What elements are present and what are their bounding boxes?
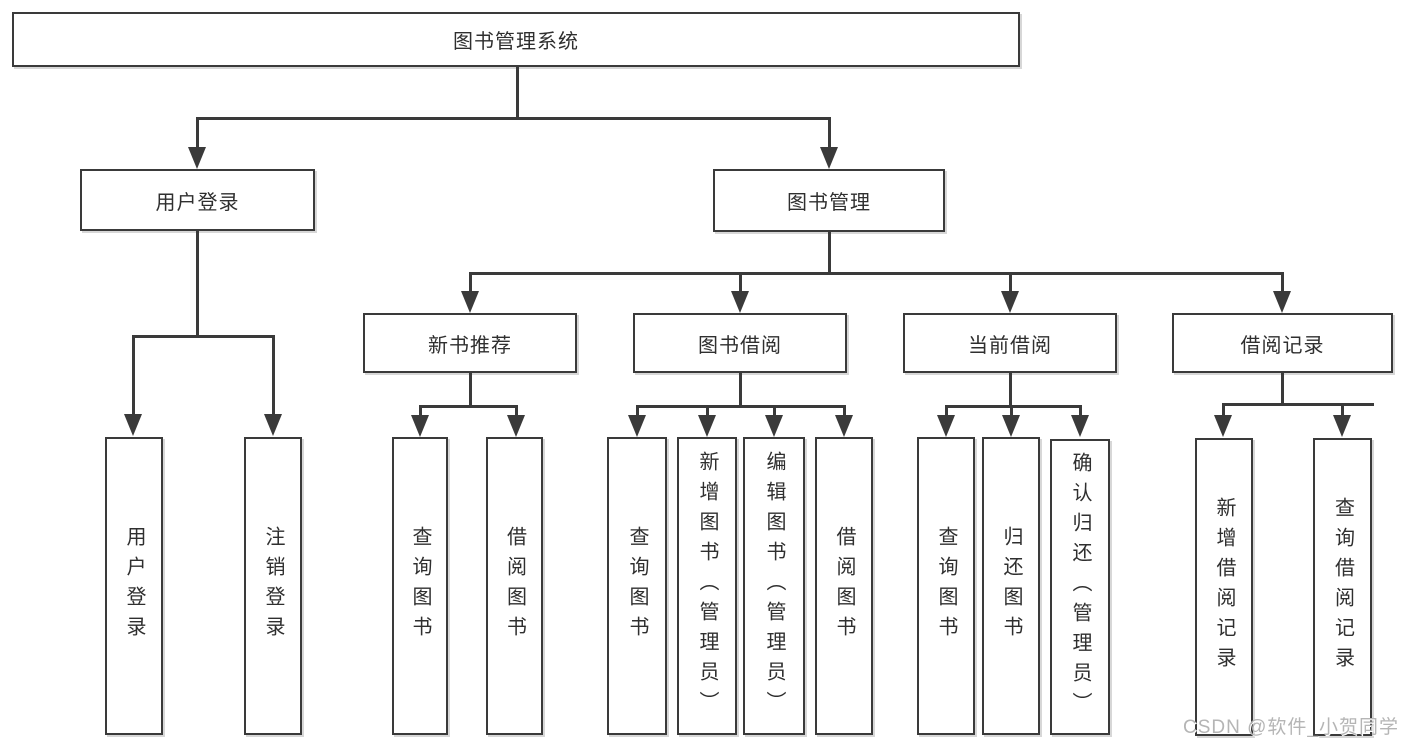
connector-line (132, 335, 135, 415)
node-user-login-leaf: 用户登录 (105, 437, 163, 735)
arrow-down-icon (628, 415, 646, 437)
node-label: 借阅图书 (503, 526, 526, 646)
connector-line (739, 272, 742, 292)
connector-line (1341, 403, 1344, 415)
arrow-down-icon (765, 415, 783, 437)
arrow-down-icon (698, 415, 716, 437)
arrow-down-icon (507, 415, 525, 437)
arrow-down-icon (411, 415, 429, 437)
node-cb-query-books: 查询图书 (917, 437, 975, 735)
arrow-down-icon (1001, 291, 1019, 313)
connector-line (828, 232, 831, 272)
arrow-down-icon (264, 414, 282, 436)
connector-line (516, 67, 519, 117)
arrow-down-icon (124, 414, 142, 436)
connector-line (469, 272, 472, 292)
connector-line (1079, 405, 1082, 416)
connector-line (419, 405, 422, 416)
arrow-down-icon (731, 291, 749, 313)
connector-line (420, 405, 517, 408)
node-bb-query-books: 查询图书 (607, 437, 667, 735)
node-br-query-record: 查询借阅记录 (1313, 438, 1372, 736)
arrow-down-icon (1273, 291, 1291, 313)
node-label: 借阅记录 (1240, 334, 1325, 357)
node-label: 图书管理 (787, 192, 871, 214)
node-borrowing-records: 借阅记录 (1172, 313, 1393, 373)
node-label: 编辑图书（管理员） (763, 451, 785, 721)
node-nb-query-books: 查询图书 (392, 437, 448, 735)
arrow-down-icon (835, 415, 853, 437)
arrow-down-icon (937, 415, 955, 437)
arrow-down-icon (1071, 415, 1089, 437)
connector-line (1222, 403, 1225, 415)
connector-line (636, 405, 639, 416)
node-logout: 注销登录 (244, 437, 302, 735)
connector-line (469, 373, 472, 405)
node-label: 查询借阅记录 (1331, 497, 1354, 677)
node-label: 新增借阅记录 (1213, 497, 1235, 677)
node-new-book-recommend: 新书推荐 (363, 313, 577, 373)
connector-line (1009, 272, 1012, 292)
node-label: 新增图书（管理员） (696, 451, 718, 721)
watermark: CSDN @软件_小贺同学 (1183, 717, 1399, 738)
arrow-down-icon (1214, 415, 1232, 437)
arrow-down-icon (461, 291, 479, 313)
connector-line (945, 405, 948, 416)
node-label: 查询图书 (409, 526, 431, 646)
connector-line (1010, 405, 1013, 416)
node-label: 用户登录 (123, 526, 145, 646)
node-current-borrowing: 当前借阅 (903, 313, 1117, 373)
connector-line (843, 405, 846, 416)
node-label: 确认归还（管理员） (1069, 452, 1091, 722)
node-label: 当前借阅 (968, 334, 1052, 357)
node-label: 归还图书 (1000, 526, 1022, 646)
node-label: 图书借阅 (698, 334, 782, 357)
connector-line (1281, 373, 1284, 403)
node-user-login: 用户登录 (80, 169, 315, 231)
node-bb-edit-books-admin: 编辑图书（管理员） (743, 437, 805, 735)
node-label: 用户登录 (155, 191, 240, 214)
node-nb-borrow-books: 借阅图书 (486, 437, 543, 735)
node-label: 图书管理系统 (453, 31, 579, 53)
connector-line (1009, 373, 1012, 405)
node-cb-return-books: 归还图书 (982, 437, 1040, 735)
connector-line (739, 373, 742, 405)
arrow-down-icon (1333, 415, 1351, 437)
arrow-down-icon (820, 147, 838, 169)
node-library-management-system: 图书管理系统 (12, 12, 1020, 67)
node-label: 借阅图书 (833, 526, 855, 646)
node-label: 查询图书 (626, 526, 648, 646)
connector-line (1281, 272, 1284, 292)
connector-line (196, 117, 199, 149)
node-bb-borrow-books: 借阅图书 (815, 437, 873, 735)
connector-line (706, 405, 709, 416)
connector-line (1223, 403, 1374, 406)
connector-line (637, 405, 845, 408)
node-cb-confirm-return-admin: 确认归还（管理员） (1050, 439, 1110, 735)
node-label: 新书推荐 (428, 334, 512, 357)
node-book-borrowing: 图书借阅 (633, 313, 847, 373)
node-book-management: 图书管理 (713, 169, 945, 232)
connector-line (828, 117, 831, 149)
connector-line (470, 272, 1283, 275)
node-label: 注销登录 (262, 526, 284, 646)
connector-line (515, 405, 518, 416)
connector-line (272, 335, 275, 415)
connector-line (133, 335, 274, 338)
arrow-down-icon (188, 147, 206, 169)
connector-line (773, 405, 776, 416)
connector-line (196, 231, 199, 335)
node-bb-add-books-admin: 新增图书（管理员） (677, 437, 737, 735)
node-label: 查询图书 (935, 526, 957, 646)
connector-line (197, 117, 831, 120)
node-br-add-record: 新增借阅记录 (1195, 438, 1253, 736)
arrow-down-icon (1002, 415, 1020, 437)
connector-line (946, 405, 1081, 408)
